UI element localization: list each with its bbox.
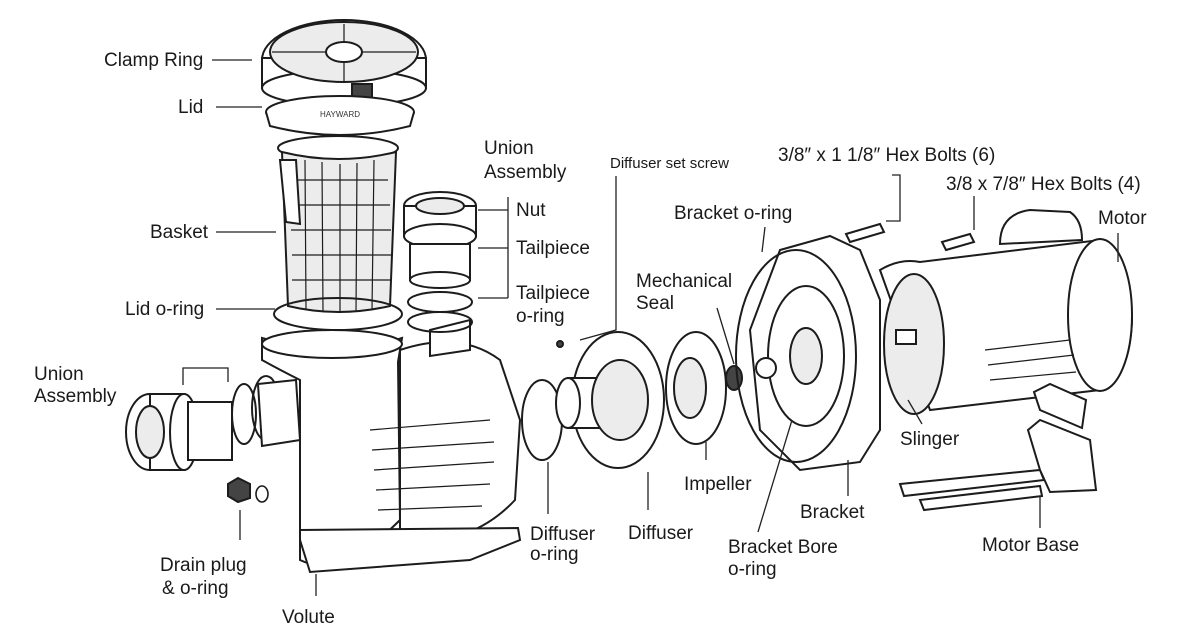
leader-lines	[182, 59, 1119, 596]
motor-part	[878, 208, 1134, 415]
label-slinger: Slinger	[900, 429, 960, 450]
impeller-part	[665, 331, 727, 445]
lid-part	[265, 95, 415, 136]
left-union-assembly-part	[125, 375, 302, 471]
label-drain-plug-2: & o-ring	[162, 578, 229, 599]
label-lid-oring: Lid o-ring	[125, 299, 204, 320]
bracket-part	[735, 234, 881, 472]
top-union-assembly-part	[403, 191, 477, 333]
label-bracket-bore-oring-2: o-ring	[728, 559, 777, 580]
label-motor: Motor	[1098, 208, 1147, 229]
label-tailpiece-oring-2: o-ring	[516, 306, 565, 327]
label-mechanical-seal-2: Seal	[636, 293, 674, 314]
hex-bolts-part	[844, 222, 976, 252]
mechanical-seal-part	[725, 365, 743, 391]
label-union-assembly-top-2: Assembly	[484, 162, 567, 183]
label-nut: Nut	[516, 200, 546, 221]
label-hex-bolts-4: 3/8 x 7/8″ Hex Bolts (4)	[946, 174, 1141, 195]
label-lid: Lid	[178, 97, 203, 118]
basket-part	[277, 135, 399, 313]
label-tailpiece: Tailpiece	[516, 238, 590, 259]
label-diffuser-oring-1: Diffuser	[530, 524, 596, 545]
label-motor-base: Motor Base	[982, 535, 1079, 556]
label-hex-bolts-6: 3/8″ x 1 1/8″ Hex Bolts (6)	[778, 145, 995, 166]
label-union-assembly-left-1: Union	[34, 364, 84, 385]
label-diffuser-set-screw: Diffuser set screw	[610, 155, 729, 172]
drain-plug-part	[227, 476, 269, 504]
diffuser-part	[555, 331, 665, 469]
label-drain-plug-1: Drain plug	[160, 555, 247, 576]
label-bracket-oring: Bracket o-ring	[674, 203, 792, 224]
label-diffuser: Diffuser	[628, 523, 694, 544]
label-bracket: Bracket	[800, 502, 865, 523]
label-volute: Volute	[282, 607, 335, 628]
label-basket: Basket	[150, 222, 209, 243]
label-union-assembly-top-1: Union	[484, 138, 534, 159]
diffuser-oring-part	[521, 379, 563, 461]
clamp-ring-part	[261, 19, 427, 107]
volute-part	[261, 318, 522, 574]
label-clamp-ring: Clamp Ring	[104, 50, 203, 71]
lid-lettering: HAYWARD	[320, 110, 360, 119]
label-impeller: Impeller	[684, 474, 752, 495]
label-tailpiece-oring-1: Tailpiece	[516, 283, 590, 304]
label-diffuser-oring-2: o-ring	[530, 544, 579, 565]
label-union-assembly-left-2: Assembly	[34, 386, 117, 407]
label-mechanical-seal-1: Mechanical	[636, 271, 732, 292]
motor-base-part	[898, 382, 1098, 512]
label-bracket-bore-oring-1: Bracket Bore	[728, 537, 838, 558]
